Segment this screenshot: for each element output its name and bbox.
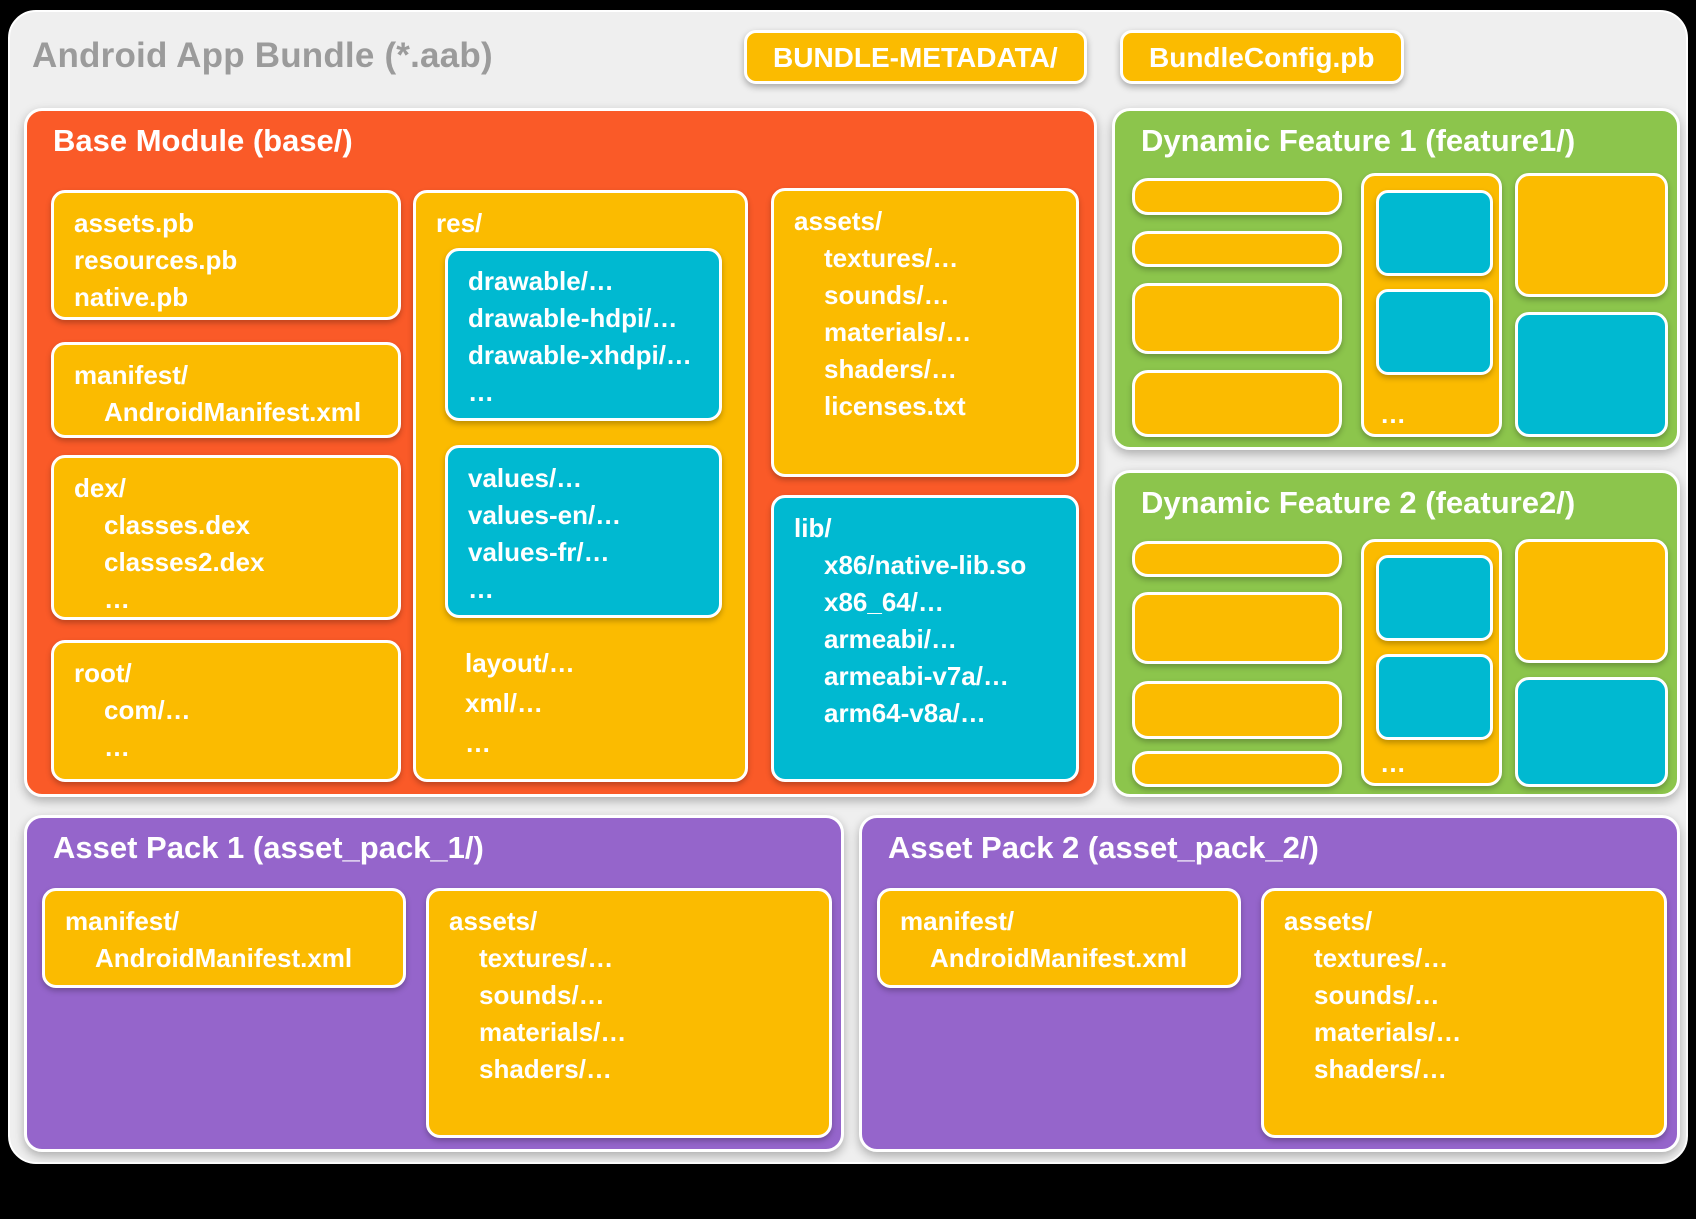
folder-header: lib/ bbox=[794, 513, 832, 543]
entry-line: sounds/… bbox=[824, 280, 950, 310]
manifest-box: manifest/ AndroidManifest.xml bbox=[877, 888, 1241, 988]
entry-line: armeabi-v7a/… bbox=[824, 661, 1009, 691]
feature-res-group: … bbox=[1361, 539, 1502, 786]
lib-box: lib/ x86/native-lib.so x86_64/… armeabi/… bbox=[771, 495, 1079, 782]
asset-pack-1-section: Asset Pack 1 (asset_pack_1/) manifest/ A… bbox=[24, 815, 844, 1152]
folder-header: assets/ bbox=[1284, 906, 1373, 936]
entry-line: AndroidManifest.xml bbox=[104, 397, 362, 427]
entry-line: … bbox=[104, 584, 130, 614]
manifest-box: manifest/ AndroidManifest.xml bbox=[42, 888, 406, 988]
feature-mini-cyan-box bbox=[1376, 190, 1493, 276]
asset-pack-1-title: Asset Pack 1 (asset_pack_1/) bbox=[53, 830, 484, 865]
entry-line: values-en/… bbox=[468, 500, 622, 530]
entry-line: x86/native-lib.so bbox=[824, 550, 1027, 580]
entry-line: AndroidManifest.xml bbox=[95, 943, 353, 973]
ellipsis-label: … bbox=[1380, 399, 1406, 429]
entry-line: shaders/… bbox=[479, 1054, 612, 1084]
values-box: values/… values-en/… values-fr/… … bbox=[445, 445, 722, 618]
feature-mini-cyan-box bbox=[1376, 289, 1493, 375]
entry-line: AndroidManifest.xml bbox=[930, 943, 1188, 973]
base-module-title: Base Module (base/) bbox=[53, 123, 353, 158]
entry-line: values/… bbox=[468, 463, 583, 493]
entry-line: licenses.txt bbox=[824, 391, 966, 421]
base-module-section: Base Module (base/) assets.pb resources.… bbox=[24, 108, 1097, 797]
feature-mini-bar bbox=[1132, 178, 1342, 215]
entry-line: … bbox=[468, 377, 494, 407]
root-box: root/ com/… … bbox=[51, 640, 401, 782]
feature-mini-cyan-box bbox=[1515, 312, 1668, 437]
ellipsis-label: … bbox=[1380, 748, 1406, 778]
entry-line: layout/… bbox=[465, 648, 575, 678]
entry-line: … bbox=[465, 728, 491, 758]
page-title: Android App Bundle (*.aab) bbox=[32, 36, 493, 75]
dynamic-feature-2-section: Dynamic Feature 2 (feature2/) … bbox=[1112, 470, 1680, 797]
feature-mini-bar bbox=[1132, 370, 1342, 437]
entry-line: values-fr/… bbox=[468, 537, 610, 567]
folder-header: assets/ bbox=[449, 906, 538, 936]
asset-pack-2-title: Asset Pack 2 (asset_pack_2/) bbox=[888, 830, 1319, 865]
entry-line: resources.pb bbox=[74, 245, 238, 275]
folder-header: manifest/ bbox=[74, 360, 189, 390]
entry-line: materials/… bbox=[1314, 1017, 1462, 1047]
entry-line: drawable-xhdpi/… bbox=[468, 340, 692, 370]
feature-mini-cyan-box bbox=[1376, 654, 1493, 740]
entry-line: shaders/… bbox=[824, 354, 957, 384]
res-box: res/ drawable/… drawable-hdpi/… drawable… bbox=[413, 190, 748, 782]
entry-line: textures/… bbox=[1314, 943, 1449, 973]
entry-line: native.pb bbox=[74, 282, 189, 312]
entry-line: materials/… bbox=[479, 1017, 627, 1047]
entry-line: classes.dex bbox=[104, 510, 251, 540]
dex-box: dex/ classes.dex classes2.dex … bbox=[51, 455, 401, 620]
entry-line: … bbox=[104, 732, 130, 762]
entry-line: … bbox=[468, 574, 494, 604]
dynamic-feature-2-title: Dynamic Feature 2 (feature2/) bbox=[1141, 485, 1576, 520]
feature-mini-yellow-box bbox=[1515, 173, 1668, 297]
feature-mini-bar bbox=[1132, 541, 1342, 577]
feature-mini-bar bbox=[1132, 592, 1342, 664]
entry-line: classes2.dex bbox=[104, 547, 265, 577]
res-extra-lines: layout/… xml/… … bbox=[465, 643, 575, 763]
entry-line: armeabi/… bbox=[824, 624, 957, 654]
bundle-config-badge: BundleConfig.pb bbox=[1120, 30, 1404, 84]
drawable-box: drawable/… drawable-hdpi/… drawable-xhdp… bbox=[445, 248, 722, 421]
entry-line: drawable/… bbox=[468, 266, 614, 296]
assets-box: assets/ textures/… sounds/… materials/… … bbox=[426, 888, 832, 1138]
feature-res-group: … bbox=[1361, 173, 1502, 437]
manifest-box: manifest/ AndroidManifest.xml bbox=[51, 342, 401, 438]
folder-header: assets/ bbox=[794, 206, 883, 236]
entry-line: shaders/… bbox=[1314, 1054, 1447, 1084]
entry-line: assets.pb bbox=[74, 208, 194, 238]
entry-line: sounds/… bbox=[1314, 980, 1440, 1010]
feature-mini-bar bbox=[1132, 231, 1342, 267]
dynamic-feature-1-section: Dynamic Feature 1 (feature1/) … bbox=[1112, 108, 1680, 450]
asset-pack-2-section: Asset Pack 2 (asset_pack_2/) manifest/ A… bbox=[859, 815, 1680, 1152]
assets-box: assets/ textures/… sounds/… materials/… … bbox=[1261, 888, 1667, 1138]
feature-mini-bar bbox=[1132, 751, 1342, 787]
entry-line: arm64-v8a/… bbox=[824, 698, 986, 728]
entry-line: sounds/… bbox=[479, 980, 605, 1010]
feature-mini-bar bbox=[1132, 681, 1342, 739]
folder-header: root/ bbox=[74, 658, 132, 688]
entry-line: textures/… bbox=[824, 243, 959, 273]
assets-box: assets/ textures/… sounds/… materials/… … bbox=[771, 188, 1079, 477]
bundle-metadata-badge: BUNDLE-METADATA/ bbox=[744, 30, 1087, 84]
folder-header: manifest/ bbox=[65, 906, 180, 936]
entry-line: drawable-hdpi/… bbox=[468, 303, 678, 333]
android-app-bundle-card: Android App Bundle (*.aab) BUNDLE-METADA… bbox=[8, 10, 1688, 1164]
feature-mini-bar bbox=[1132, 283, 1342, 354]
feature-mini-yellow-box bbox=[1515, 539, 1668, 663]
entry-line: xml/… bbox=[465, 688, 544, 718]
feature-mini-cyan-box bbox=[1376, 555, 1493, 641]
folder-header: dex/ bbox=[74, 473, 127, 503]
folder-header: res/ bbox=[436, 208, 483, 238]
entry-line: com/… bbox=[104, 695, 191, 725]
feature-mini-cyan-box bbox=[1515, 677, 1668, 787]
entry-line: materials/… bbox=[824, 317, 972, 347]
pb-files-box: assets.pb resources.pb native.pb bbox=[51, 190, 401, 320]
entry-line: textures/… bbox=[479, 943, 614, 973]
folder-header: manifest/ bbox=[900, 906, 1015, 936]
entry-line: x86_64/… bbox=[824, 587, 944, 617]
dynamic-feature-1-title: Dynamic Feature 1 (feature1/) bbox=[1141, 123, 1576, 158]
